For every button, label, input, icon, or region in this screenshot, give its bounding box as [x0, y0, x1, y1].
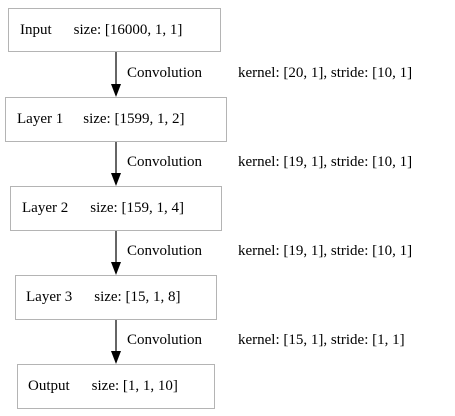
- node-name: Layer 2: [22, 200, 69, 216]
- layer-1-node: Layer 1 size: [1599, 1, 2]: [5, 97, 227, 142]
- edge-4-params: kernel: [15, 1], stride: [1, 1]: [238, 332, 405, 348]
- edge-3-params: kernel: [19, 1], stride: [10, 1]: [238, 243, 413, 259]
- node-name: Layer 1: [17, 111, 64, 127]
- arrow-layer-2-to-layer-3: [111, 231, 121, 275]
- node-size: size: [159, 1, 4]: [90, 200, 184, 216]
- node-name: Output: [28, 378, 70, 394]
- edge-3-operation: Convolution: [127, 243, 203, 259]
- output-node: Output size: [1, 1, 10]: [17, 364, 215, 409]
- arrow-input-to-layer-1: [111, 52, 121, 97]
- edge-1-params: kernel: [20, 1], stride: [10, 1]: [238, 65, 413, 81]
- edge-4-operation: Convolution: [127, 332, 203, 348]
- node-name: Input: [20, 21, 52, 38]
- arrow-layer-1-to-layer-2: [111, 142, 121, 186]
- arrow-layer-3-to-output: [111, 320, 121, 364]
- layer-3-node: Layer 3 size: [15, 1, 8]: [15, 275, 217, 320]
- node-name: Layer 3: [26, 289, 73, 305]
- edge-1-operation: Convolution: [127, 65, 203, 81]
- node-size: size: [16000, 1, 1]: [73, 21, 183, 38]
- edge-2-params: kernel: [19, 1], stride: [10, 1]: [238, 154, 413, 170]
- edge-2-operation: Convolution: [127, 154, 203, 170]
- input-node: Input size: [16000, 1, 1]: [8, 8, 221, 52]
- node-size: size: [15, 1, 8]: [94, 289, 181, 305]
- layer-2-node: Layer 2 size: [159, 1, 4]: [10, 186, 222, 231]
- node-size: size: [1, 1, 10]: [91, 378, 178, 394]
- node-size: size: [1599, 1, 2]: [83, 111, 185, 127]
